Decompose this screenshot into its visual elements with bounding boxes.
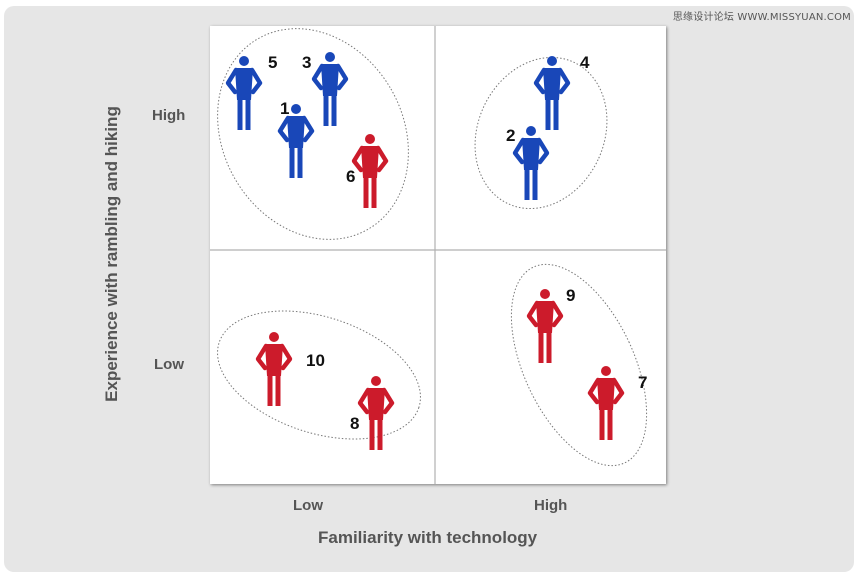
- person-numbers: 1 2 3 4 5 6 7 8 9 10: [268, 53, 647, 433]
- matrix-drawing: 1 2 3 4 5 6 7 8 9 10: [210, 26, 666, 484]
- person-icon-4: [533, 56, 571, 130]
- person-number-label: 8: [350, 414, 359, 433]
- person-icon-9: [526, 289, 564, 363]
- person-icon-3: [311, 52, 349, 126]
- person-figures: [225, 52, 625, 450]
- person-icon-5: [225, 56, 263, 130]
- person-number-label: 2: [506, 126, 515, 145]
- person-number-label: 7: [638, 373, 647, 392]
- quadrant-matrix: 1 2 3 4 5 6 7 8 9 10: [210, 26, 666, 484]
- cluster-ellipse-bottom-right: [510, 263, 648, 467]
- person-number-label: 9: [566, 286, 575, 305]
- person-icon-8: [357, 376, 395, 450]
- watermark-text: 思缘设计论坛 WWW.MISSYUAN.COM: [672, 12, 851, 23]
- x-tick-high: High: [534, 497, 568, 514]
- y-tick-high: High: [152, 107, 186, 124]
- x-axis-label: Familiarity with technology: [318, 528, 538, 547]
- y-tick-low: Low: [154, 356, 184, 373]
- person-number-label: 5: [268, 53, 277, 72]
- person-icon-1: [277, 104, 315, 178]
- person-number-label: 3: [302, 53, 311, 72]
- x-tick-low: Low: [293, 497, 323, 514]
- person-icon-7: [587, 366, 625, 440]
- cluster-ellipse-top-right: [474, 56, 608, 210]
- person-number-label: 10: [306, 351, 325, 370]
- person-icon-6: [351, 134, 389, 208]
- cluster-ellipse-bottom-left: [217, 310, 421, 440]
- person-number-label: 1: [280, 99, 289, 118]
- person-number-label: 6: [346, 167, 355, 186]
- person-icon-2: [512, 126, 550, 200]
- y-axis-label: Experience with rambling and hiking: [102, 106, 121, 402]
- person-number-label: 4: [580, 53, 590, 72]
- cluster-ellipse-top-left: [217, 28, 409, 240]
- person-icon-10: [255, 332, 293, 406]
